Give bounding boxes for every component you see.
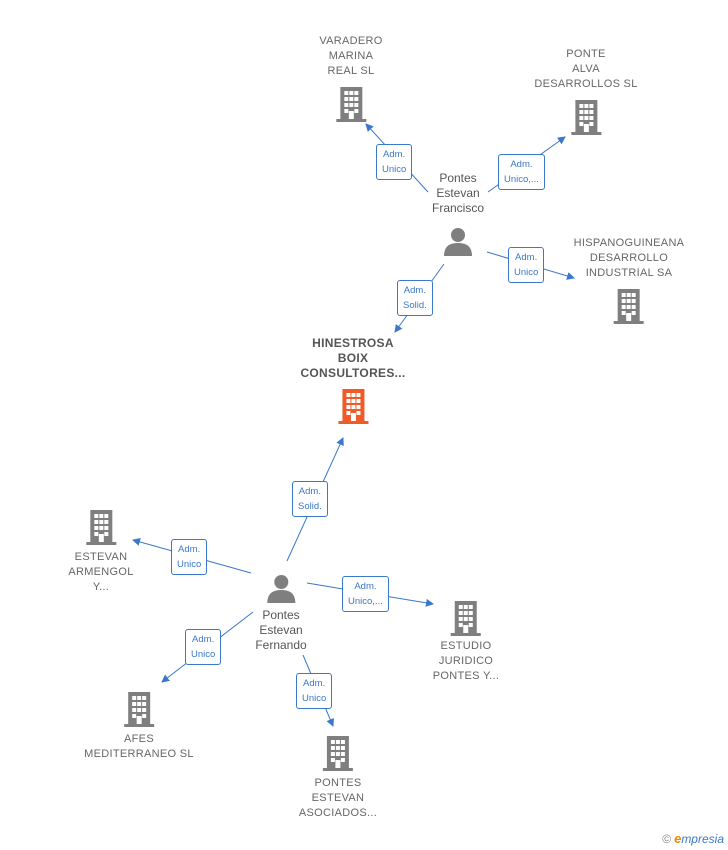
company-varadero-marina[interactable]: VARADERO MARINA REAL SL [319, 34, 382, 123]
relation-type: Unico,... [348, 596, 383, 607]
company-label: ESTUDIO [440, 640, 492, 652]
company-label: PONTES Y... [432, 670, 500, 682]
person-label: Francisco [431, 201, 485, 215]
person-label: Estevan [259, 623, 303, 637]
company-label: INDUSTRIAL SA [585, 267, 673, 279]
person-pontes-estevan-fernando[interactable]: Pontes Estevan Fernando [255, 574, 307, 653]
relation-type: Unico [514, 267, 539, 278]
brand-logo[interactable]: ©empresia [662, 831, 724, 846]
company-hinestrosa-boix[interactable]: HINESTROSA BOIX CONSULTORES... [300, 336, 405, 425]
relation-role: Adm. [298, 486, 321, 497]
company-pontes-estevan-asociados[interactable]: PONTES ESTEVAN ASOCIADOS... [299, 734, 377, 821]
relation-role: Adm. [178, 544, 201, 555]
company-label: DESARROLLO [589, 252, 669, 264]
relation-label[interactable]: Adm. Unico,... [342, 576, 389, 612]
company-label: PONTES [314, 777, 362, 789]
company-afes-mediterraneo[interactable]: AFES MEDITERRANEO SL [84, 690, 194, 762]
relation-role: Adm. [515, 252, 538, 263]
relation-type: Unico [302, 693, 327, 704]
company-label: HINESTROSA [312, 336, 394, 350]
company-estudio-juridico[interactable]: ESTUDIO JURIDICO PONTES Y... [433, 599, 499, 684]
relation-role: Adm. [192, 634, 215, 645]
relation-label[interactable]: Adm. Unico [185, 629, 222, 665]
relation-label[interactable]: Adm. Unico [376, 144, 413, 180]
relation-role: Adm. [403, 285, 426, 296]
company-label: JURIDICO [438, 655, 494, 667]
company-hispanoguineana[interactable]: HISPANOGUINEANA DESARROLLO INDUSTRIAL SA [574, 236, 685, 325]
company-label: ESTEVAN [74, 551, 128, 563]
company-label: DESARROLLOS SL [534, 78, 638, 90]
building-icon [571, 100, 601, 135]
relation-label[interactable]: Adm. Unico [296, 673, 333, 709]
company-label: ALVA [572, 63, 600, 75]
building-icon [614, 289, 644, 324]
company-ponte-alva[interactable]: PONTE ALVA DESARROLLOS SL [534, 47, 637, 136]
company-label: VARADERO [319, 35, 383, 47]
person-pontes-estevan-francisco[interactable]: Pontes Estevan Francisco [432, 171, 484, 257]
relation-label[interactable]: Adm. Solid. [292, 481, 328, 517]
company-label: REAL SL [327, 65, 375, 77]
relation-role: Adm. [383, 149, 406, 160]
company-label: MEDITERRANEO SL [84, 748, 194, 760]
relation-role: Adm. [354, 581, 377, 592]
company-label: MARINA [328, 50, 374, 62]
relation-label[interactable]: Adm. Unico,... [498, 154, 545, 190]
building-icon [335, 87, 366, 122]
company-estevan-armengol[interactable]: ESTEVAN ARMENGOL Y... [68, 508, 133, 595]
person-label: Fernando [255, 638, 307, 652]
relation-label[interactable]: Adm. Unico [171, 539, 208, 575]
company-label: CONSULTORES... [300, 366, 406, 380]
company-label: ASOCIADOS... [298, 807, 378, 819]
company-label: Y... [92, 581, 110, 593]
person-icon [267, 575, 295, 603]
person-label: Pontes [439, 171, 477, 185]
building-icon [323, 736, 353, 771]
company-label: PONTE [566, 48, 606, 60]
company-label: AFES [124, 733, 154, 745]
person-label: Estevan [436, 186, 480, 200]
copyright-symbol: © [662, 832, 672, 846]
person-icon [443, 228, 472, 256]
relation-type: Solid. [298, 501, 322, 512]
relation-label[interactable]: Adm. Unico [508, 247, 545, 283]
company-label: BOIX [337, 351, 369, 365]
brand-name: mpresia [681, 832, 724, 846]
building-icon [85, 510, 116, 545]
relation-type: Unico [382, 164, 407, 175]
relation-type: Unico [191, 649, 216, 660]
relation-type: Unico [177, 559, 202, 570]
relation-type: Unico,... [504, 174, 539, 185]
brand-mark: e [674, 831, 682, 846]
relation-role: Adm. [510, 159, 533, 170]
building-icon [450, 601, 481, 636]
relation-label[interactable]: Adm. Solid. [397, 280, 433, 316]
company-label: HISPANOGUINEANA [573, 237, 685, 249]
relation-type: Solid. [403, 300, 427, 311]
company-label: ESTEVAN [311, 792, 365, 804]
person-label: Pontes [262, 608, 300, 622]
relation-role: Adm. [303, 678, 326, 689]
building-icon [337, 389, 368, 424]
company-label: ARMENGOL [68, 566, 134, 578]
building-icon [123, 692, 154, 727]
